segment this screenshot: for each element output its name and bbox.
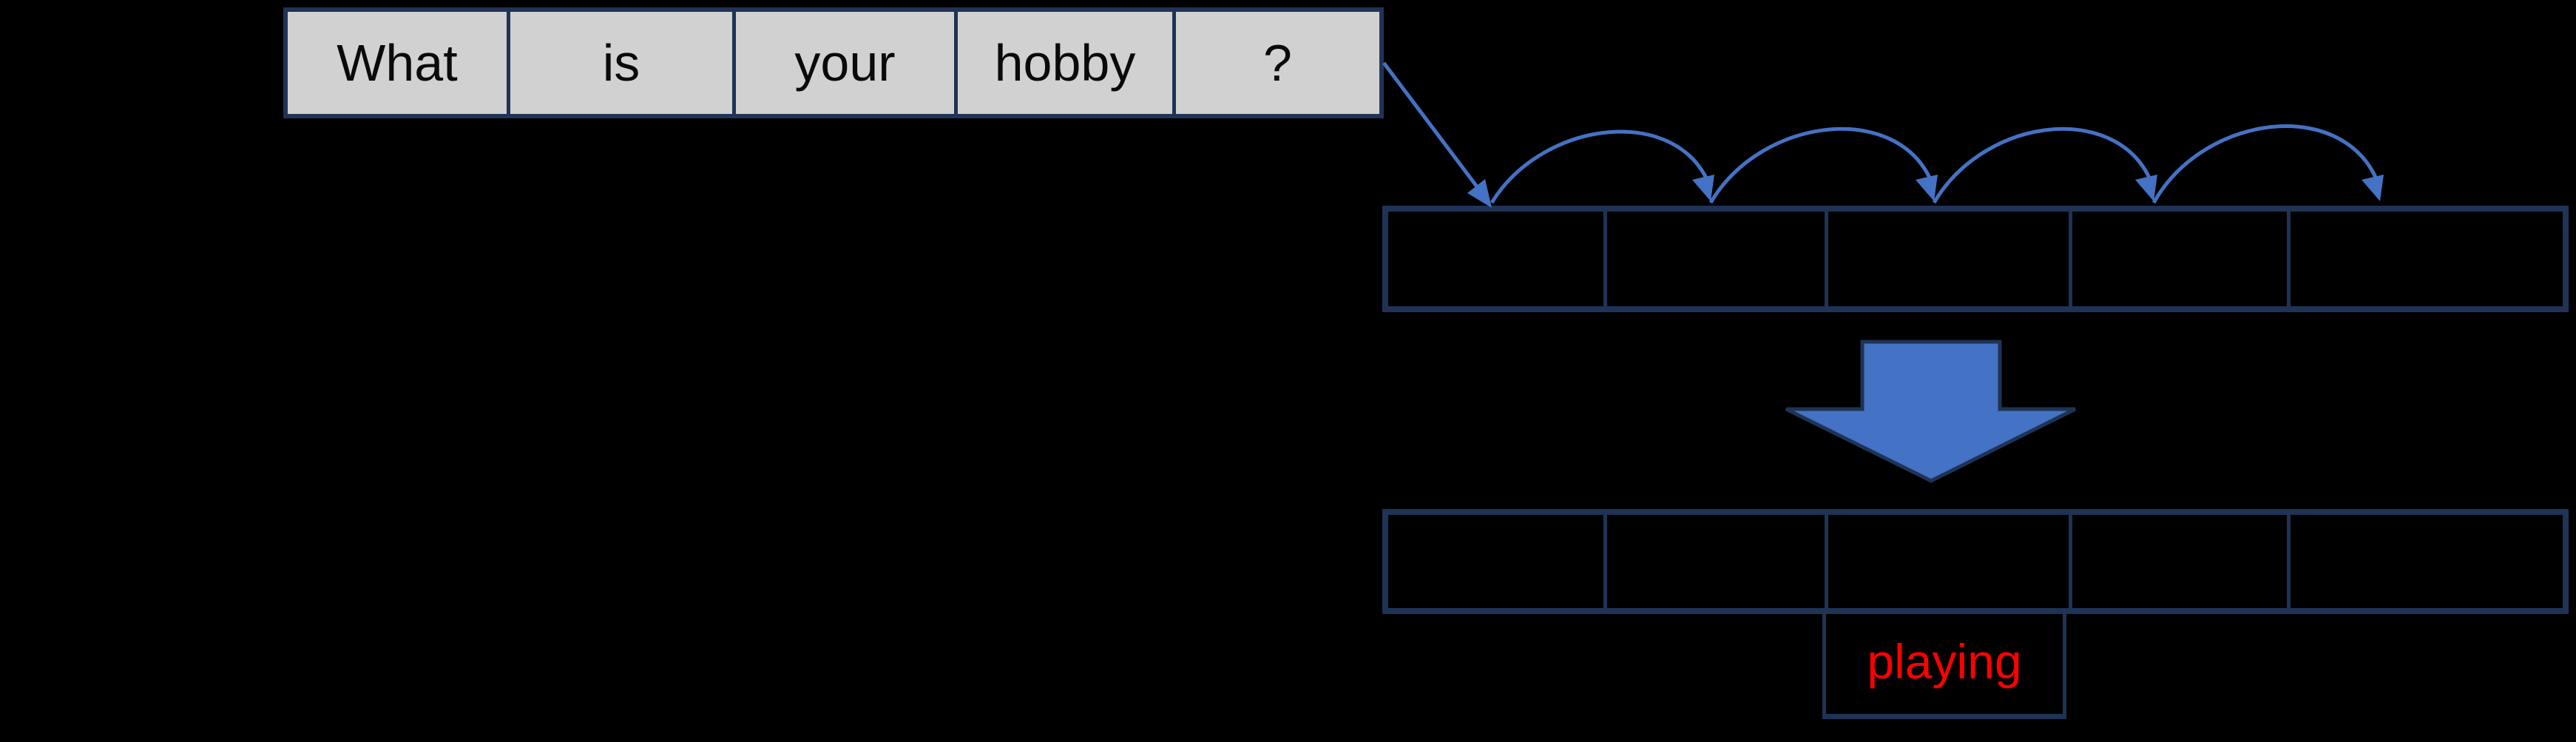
slot-cell [1828, 515, 2072, 608]
prediction-cell: playing [1822, 608, 2066, 719]
sentence-cell: hobby [958, 12, 1176, 114]
slot-cell [1388, 212, 1607, 306]
slot-cell [2072, 212, 2291, 306]
sentence-cell: is [510, 12, 736, 114]
arc-hop-arrow-icon [1490, 129, 1714, 204]
block-down-arrow-icon [1785, 340, 2077, 483]
slot-cell [1607, 515, 1828, 608]
slot-cell [2291, 212, 2563, 306]
sentence-table: What is your hobby ? [283, 7, 1384, 118]
sentence-cell: your [736, 12, 958, 114]
arc-hop-arrow-icon [1708, 127, 1938, 204]
upper-slot-table [1382, 206, 2569, 312]
sentence-cell: What [288, 12, 510, 114]
prediction-label: playing [1867, 633, 2022, 689]
slot-cell [2291, 515, 2563, 608]
slot-cell [1388, 515, 1607, 608]
sentence-cell: ? [1263, 34, 1292, 92]
lower-slot-table [1382, 509, 2569, 614]
slot-cell [1828, 212, 2072, 306]
arc-hop-arrow-icon [1932, 127, 2157, 204]
slot-cell [2072, 515, 2291, 608]
diagonal-arrow-icon [1382, 61, 1492, 208]
slot-cell [1607, 212, 1828, 306]
arc-hop-arrow-icon [2151, 124, 2384, 204]
